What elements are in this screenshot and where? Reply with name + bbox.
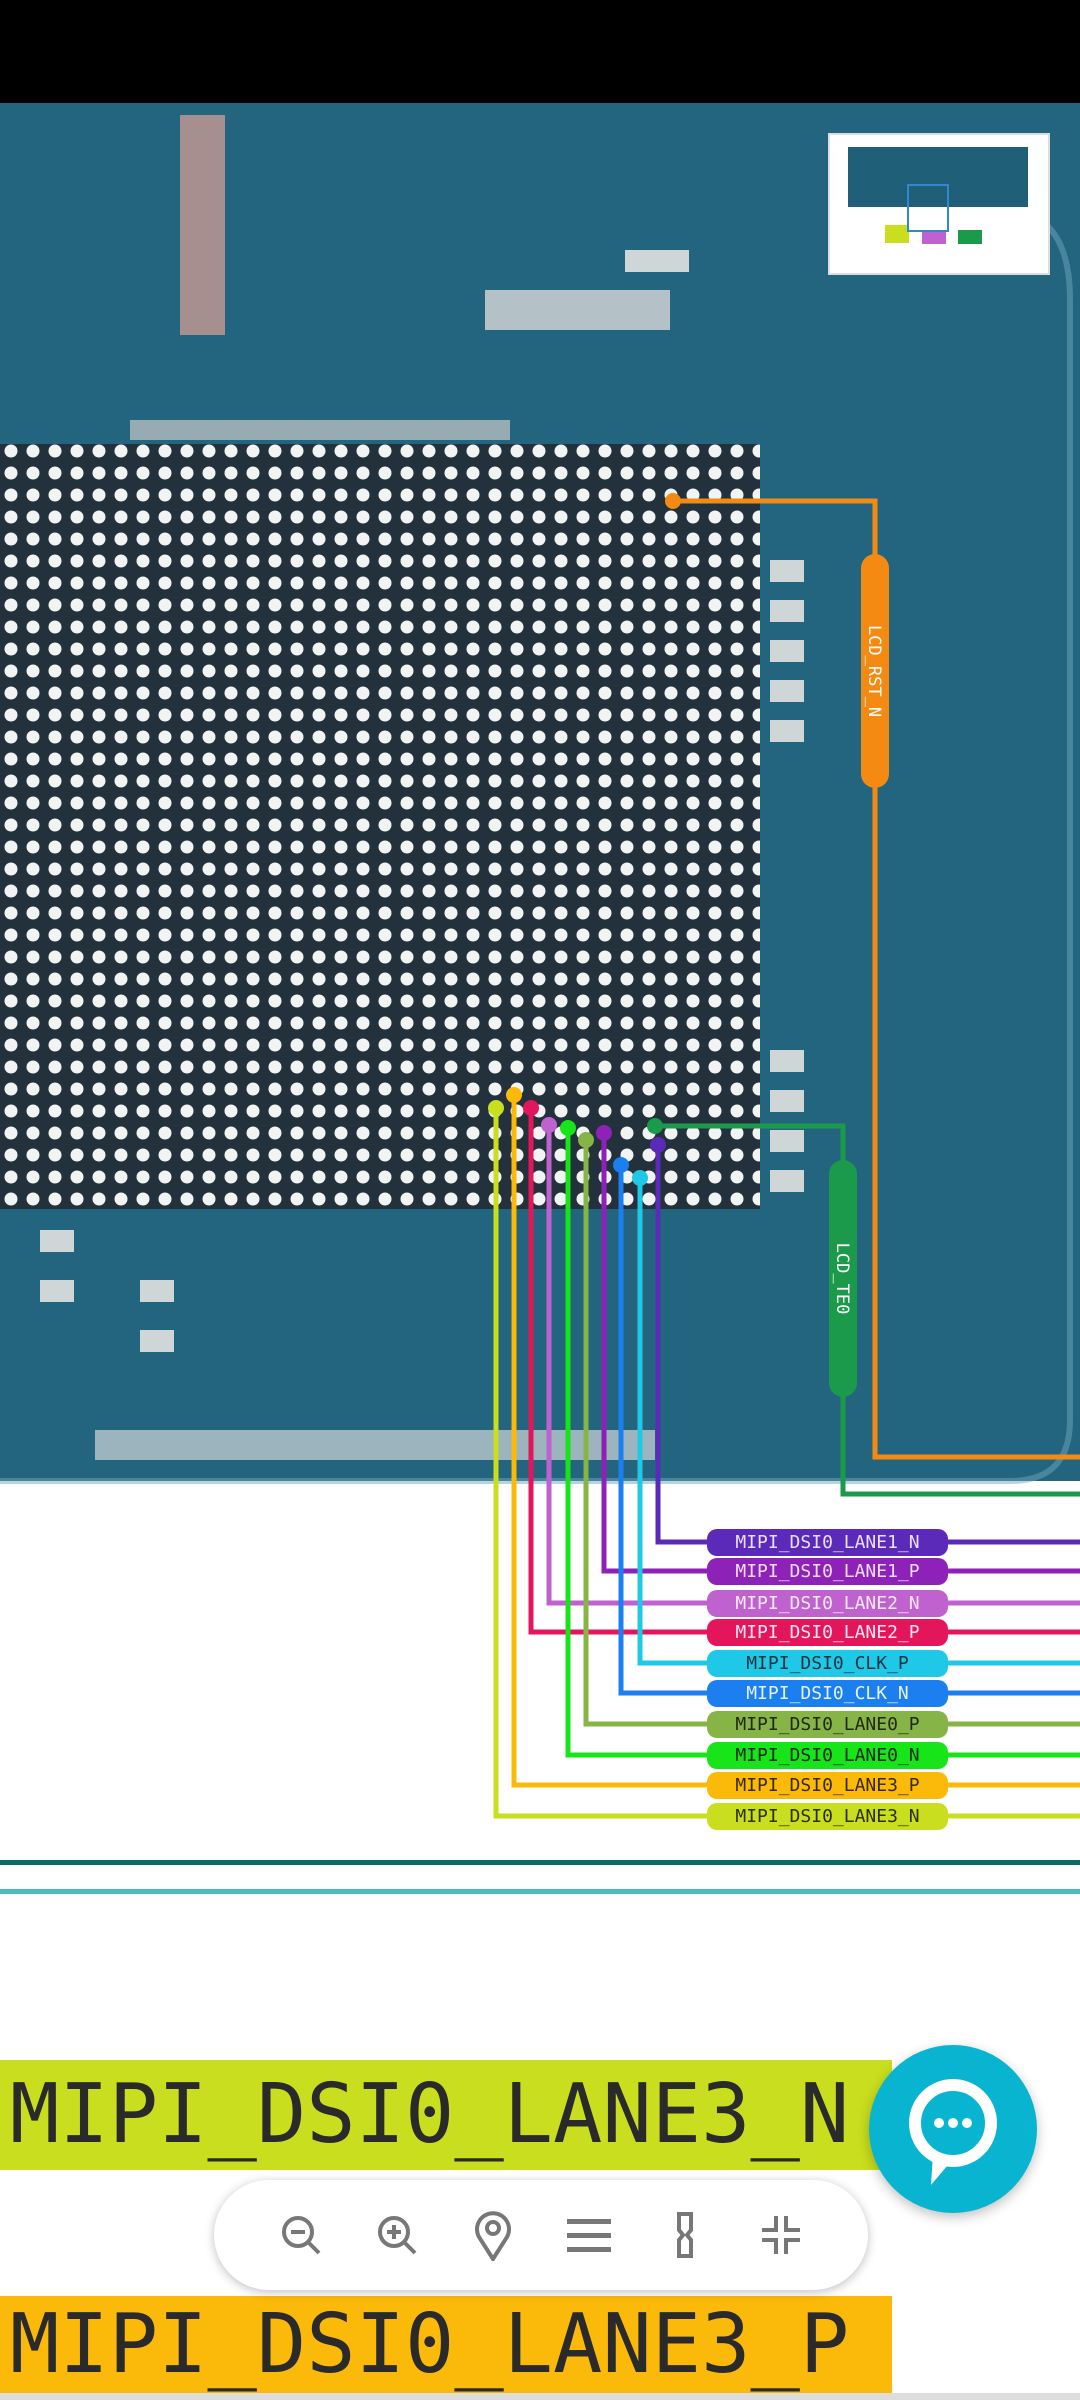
pad-marker <box>596 1125 612 1141</box>
pad-marker <box>613 1157 629 1173</box>
net-label-mipi-dsi0-clk-n[interactable]: MIPI_DSI0_CLK_N <box>707 1680 948 1707</box>
smd-component <box>655 250 689 272</box>
menu-button[interactable] <box>565 2211 613 2259</box>
smd-component <box>40 1280 74 1302</box>
zoomed-net-label-lane3-p: MIPI_DSI0_LANE3_P <box>0 2296 892 2393</box>
net-label-mipi-dsi0-clk-p[interactable]: MIPI_DSI0_CLK_P <box>707 1650 948 1677</box>
zoomed-label-text: MIPI_DSI0_LANE3_N <box>10 2067 850 2162</box>
divider-dark <box>0 1860 1080 1865</box>
pad-marker <box>665 493 681 509</box>
zoom-out-icon <box>282 2216 321 2255</box>
menu-icon <box>567 2219 611 2252</box>
chat-button[interactable] <box>869 2045 1037 2213</box>
smd-component <box>625 250 659 272</box>
link-icon <box>677 2212 693 2258</box>
pad-marker <box>647 1118 663 1134</box>
net-label-mipi-dsi0-lane1-p[interactable]: MIPI_DSI0_LANE1_P <box>707 1558 948 1585</box>
net-label-mipi-dsi0-lane0-n[interactable]: MIPI_DSI0_LANE0_N <box>707 1742 948 1769</box>
smd-component <box>770 600 804 622</box>
status-bar <box>0 0 1080 103</box>
pad-marker <box>650 1137 666 1153</box>
pad-marker <box>506 1087 522 1103</box>
locate-button[interactable] <box>469 2211 517 2261</box>
signal-label-text: LCD_TE0 <box>832 1243 852 1315</box>
smd-component <box>770 1130 804 1152</box>
pad-marker <box>541 1117 557 1133</box>
pad-marker <box>523 1100 539 1116</box>
zoomed-net-label-lane3-n: MIPI_DSI0_LANE3_N <box>0 2060 892 2170</box>
exit-fullscreen-icon <box>762 2216 800 2254</box>
smd-component <box>770 560 804 582</box>
zoom-in-button[interactable] <box>373 2211 421 2259</box>
lcd-te0-label[interactable]: LCD_TE0 <box>829 1160 857 1397</box>
chat-bubble-icon <box>909 2079 997 2185</box>
net-label-mipi-dsi0-lane2-n[interactable]: MIPI_DSI0_LANE2_N <box>707 1590 948 1617</box>
gesture-bar <box>0 2393 1080 2400</box>
divider-light <box>0 1889 1080 1894</box>
smd-component <box>770 1170 804 1192</box>
net-label-mipi-dsi0-lane0-p[interactable]: MIPI_DSI0_LANE0_P <box>707 1711 948 1738</box>
pad-marker <box>560 1120 576 1136</box>
zoom-in-icon <box>378 2216 417 2255</box>
minimap[interactable] <box>828 133 1050 275</box>
smd-component <box>140 1330 174 1352</box>
zoomed-label-text: MIPI_DSI0_LANE3_P <box>10 2297 850 2392</box>
net-label-mipi-dsi0-lane1-n[interactable]: MIPI_DSI0_LANE1_N <box>707 1529 948 1556</box>
signal-label-text: LCD_RST_N <box>864 625 884 717</box>
pad-marker <box>632 1170 648 1186</box>
smd-component <box>770 720 804 742</box>
exit-fullscreen-button[interactable] <box>757 2211 805 2259</box>
map-toolbar <box>214 2180 868 2290</box>
pad-marker <box>488 1100 504 1116</box>
lcd-rst-n-label[interactable]: LCD_RST_N <box>861 554 889 788</box>
smd-component <box>770 680 804 702</box>
net-label-mipi-dsi0-lane3-p[interactable]: MIPI_DSI0_LANE3_P <box>707 1772 948 1799</box>
smd-component <box>770 1050 804 1072</box>
net-label-mipi-dsi0-lane3-n[interactable]: MIPI_DSI0_LANE3_N <box>707 1803 948 1830</box>
smd-component <box>140 1280 174 1302</box>
pad-marker <box>578 1132 594 1148</box>
net-label-mipi-dsi0-lane2-p[interactable]: MIPI_DSI0_LANE2_P <box>707 1619 948 1646</box>
link-button[interactable] <box>661 2211 709 2259</box>
smd-component <box>770 640 804 662</box>
location-pin-icon <box>475 2211 511 2261</box>
smd-component <box>770 1090 804 1112</box>
smd-component <box>40 1230 74 1252</box>
zoom-out-button[interactable] <box>277 2211 325 2259</box>
lcd-rst-trace <box>673 498 1080 1460</box>
